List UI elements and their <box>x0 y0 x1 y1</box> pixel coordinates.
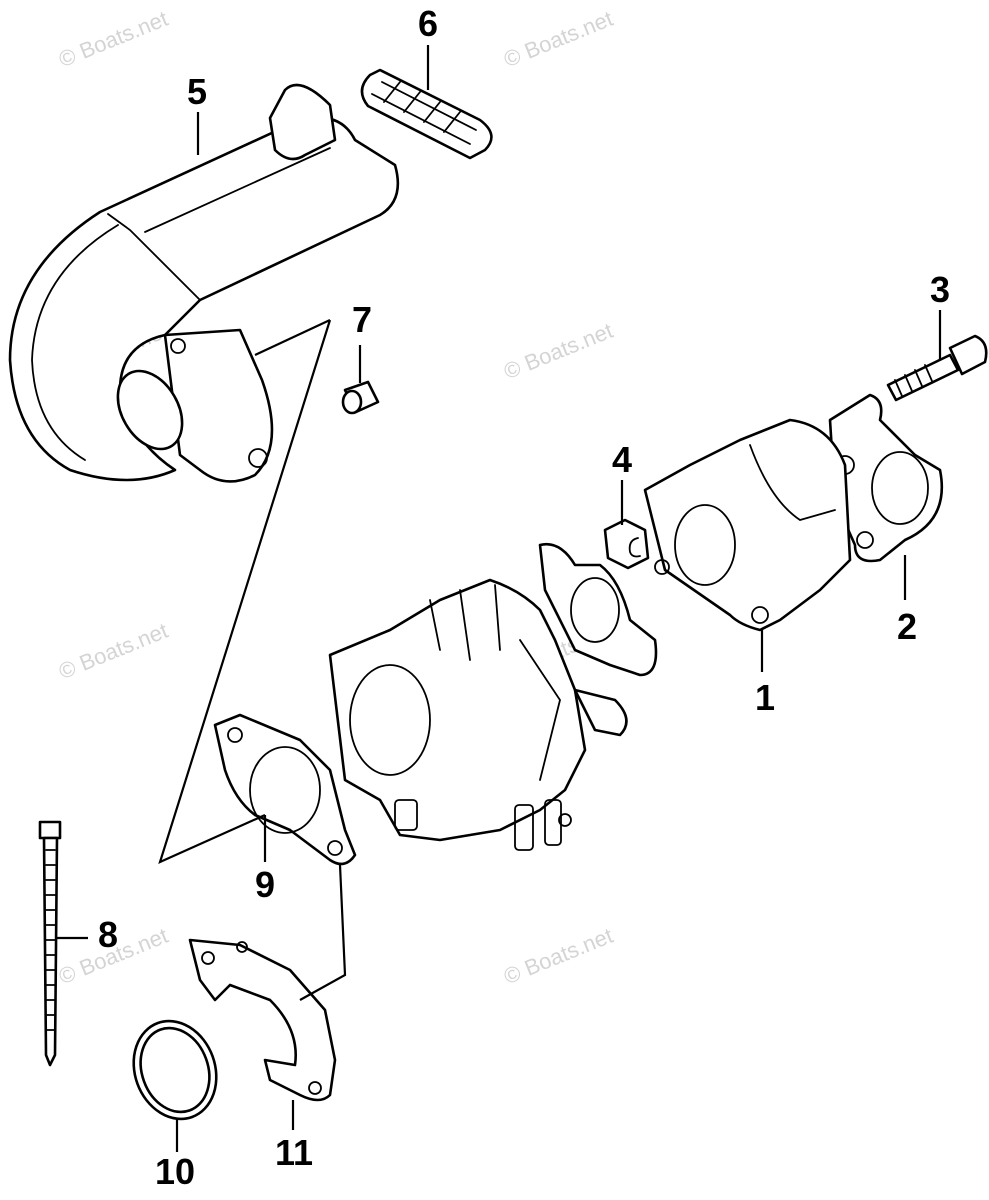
part-11-plate <box>188 938 337 1102</box>
callout-4: 4 <box>611 439 633 480</box>
part-7-collar <box>341 380 380 415</box>
assembly-bracket <box>158 319 347 1001</box>
part-3-bolt <box>886 334 988 402</box>
carburetor-body <box>328 578 628 851</box>
callout-11: 11 <box>274 1132 314 1173</box>
callout-1: 1 <box>754 677 776 718</box>
part-4-clip <box>603 518 650 570</box>
leader-lines <box>56 45 942 1152</box>
part-10-o-ring <box>132 1019 218 1121</box>
callout-9: 9 <box>254 864 276 905</box>
callout-6: 6 <box>417 3 439 44</box>
part-8-cable-tie <box>38 820 62 1067</box>
part-5-intake-silencer <box>8 83 400 483</box>
part-9-gasket <box>213 713 357 866</box>
callout-5: 5 <box>186 71 208 112</box>
carburetor-gasket <box>538 542 658 677</box>
part-1-manifold <box>643 418 852 632</box>
callout-7: 7 <box>351 299 373 340</box>
part-2-gasket <box>828 393 944 563</box>
callout-3: 3 <box>929 269 951 310</box>
callout-10: 10 <box>154 1151 196 1192</box>
part-6-mesh-screen <box>360 68 493 160</box>
callout-2: 2 <box>896 606 918 647</box>
callout-8: 8 <box>97 914 119 955</box>
